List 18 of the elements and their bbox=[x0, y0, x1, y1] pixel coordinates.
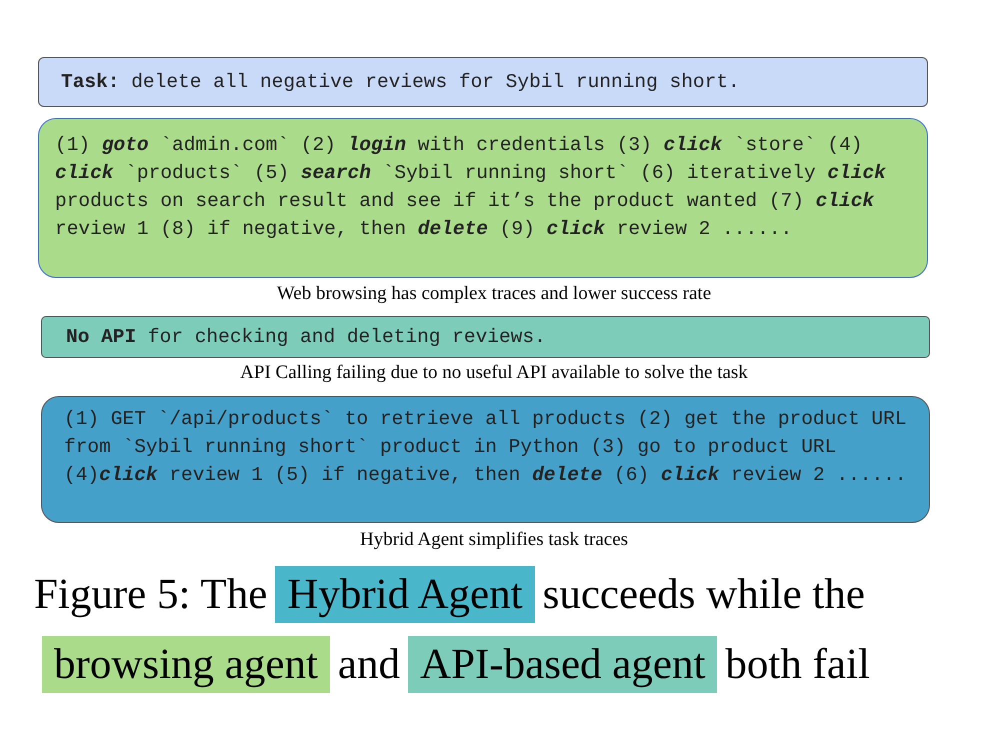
highlighted-phrase: Hybrid Agent bbox=[275, 566, 535, 623]
box-text: No API for checking and deleting reviews. bbox=[66, 325, 547, 350]
caption-text: and bbox=[338, 640, 400, 689]
highlighted-phrase: API-based agent bbox=[408, 636, 718, 693]
text-box bbox=[38, 118, 928, 278]
text-box bbox=[41, 396, 930, 523]
text-box bbox=[38, 57, 928, 107]
box-caption: Web browsing has complex traces and lower success rate bbox=[276, 283, 712, 305]
box-caption: API Calling failing due to no useful API available to solve the task bbox=[239, 362, 749, 384]
text-box bbox=[41, 316, 930, 358]
box-caption: Hybrid Agent simplifies task traces bbox=[358, 529, 630, 551]
caption-text: both fail bbox=[725, 640, 870, 689]
caption-text: Figure 5: The bbox=[34, 570, 268, 619]
caption-text: succeeds while the bbox=[542, 570, 865, 619]
box-text: (1) GET `/api/products` to retrieve all products (2) get the product URL from `Sybil running short` product in Python (3) go to product URL (4)click review 1 (5) if negative, then delete (6) click review 2 ...... bbox=[64, 407, 907, 488]
box-text: Task: delete all negative reviews for Sybil running short. bbox=[61, 70, 741, 95]
box-text: (1) goto `admin.com` (2) login with credentials (3) click `store` (4) click `products` (5) search `Sybil running short` (6) iteratively click products on search result and see if it’s the product wanted (7) click review 1 (8) if negative, then delete (9) click review 2 ...... bbox=[55, 133, 887, 242]
highlighted-phrase: browsing agent bbox=[42, 636, 330, 693]
